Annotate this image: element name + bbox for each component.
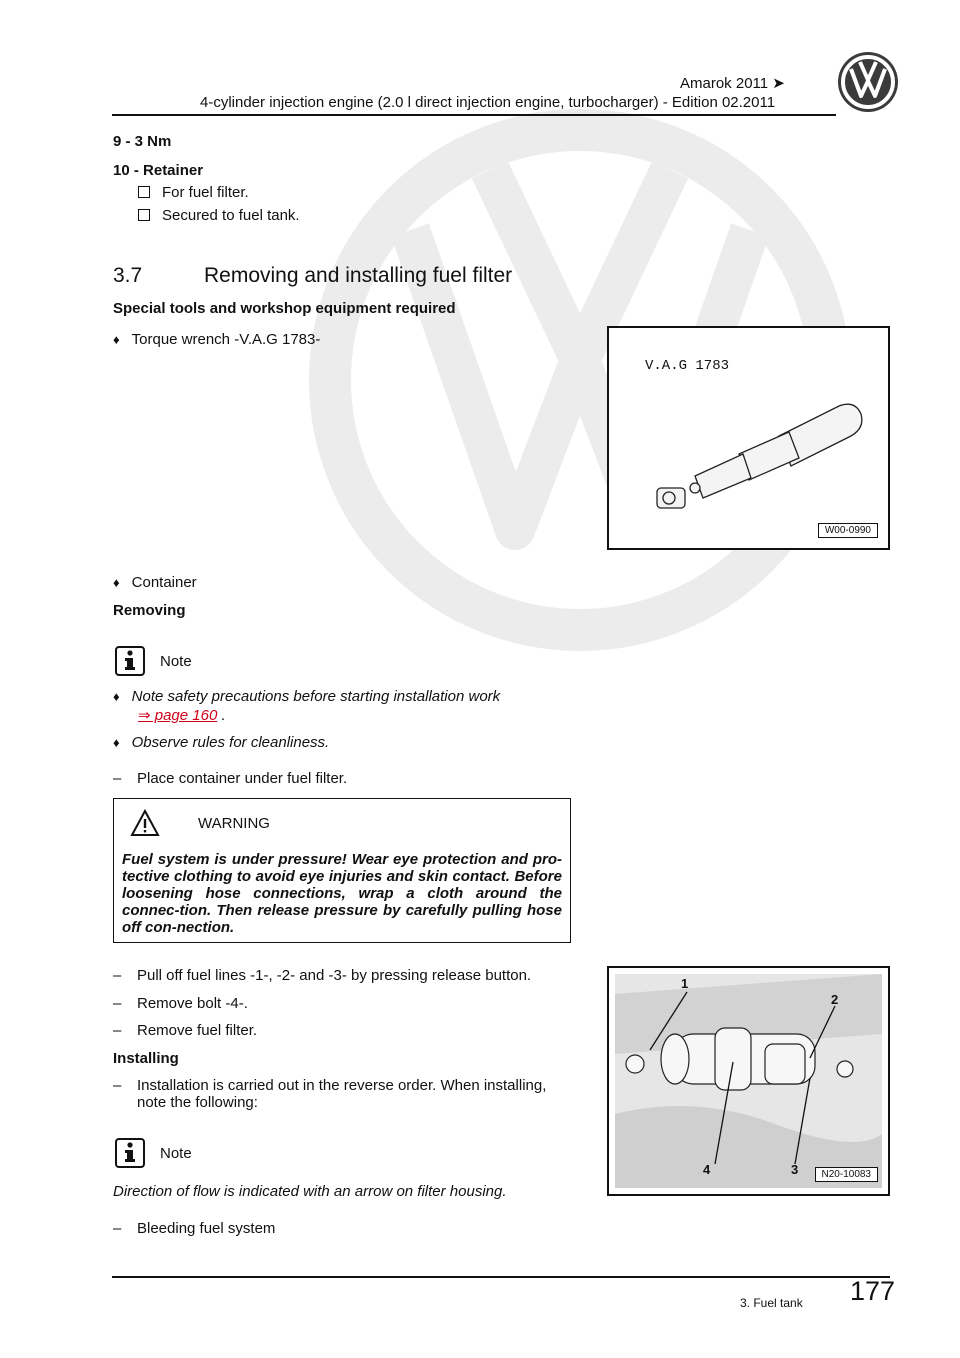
note-link-line: ⇒ page 160 . (138, 707, 226, 724)
step-item: –Remove bolt -4-. (113, 995, 248, 1012)
diamond-bullet-icon: ♦ (113, 735, 120, 750)
vw-logo-icon (838, 52, 898, 112)
tools-heading: Special tools and workshop equipment req… (113, 300, 456, 317)
retainer-heading: 10 - Retainer (113, 162, 204, 179)
warning-label: WARNING (198, 815, 270, 832)
note-item: ♦Note safety precautions before starting… (113, 688, 501, 705)
note-label: Note (160, 653, 192, 670)
header-rule (112, 114, 836, 116)
note-item: ♦Observe rules for cleanliness. (113, 734, 330, 751)
info-note-icon (115, 1138, 145, 1168)
step-item: –Remove fuel filter. (113, 1022, 258, 1039)
tool-item: ♦Torque wrench -V.A.G 1783- (113, 331, 321, 348)
arrow-right-icon: ➤ (772, 75, 785, 92)
diamond-bullet-icon: ♦ (113, 689, 120, 704)
header-model: Amarok 2011 ➤ (680, 75, 785, 92)
note-text: Direction of flow is indicated with an a… (113, 1183, 507, 1200)
fuel-filter-photo: 1 2 4 3 (615, 974, 882, 1188)
callout-label: 1 (681, 976, 688, 991)
section-title: Removing and installing fuel filter (204, 264, 513, 287)
figure-code: W00-0990 (817, 523, 878, 538)
removing-heading: Removing (113, 602, 186, 619)
callout-label: 2 (831, 992, 838, 1007)
figure-code: N20-10083 (814, 1167, 878, 1182)
callout-label: 3 (791, 1162, 798, 1177)
callout-label: 4 (703, 1162, 711, 1177)
list-item: Secured to fuel tank. (138, 207, 300, 224)
page-number: 177 (850, 1276, 896, 1306)
diamond-bullet-icon: ♦ (113, 575, 120, 590)
header-title: 4-cylinder injection engine (2.0 l direc… (200, 94, 776, 111)
list-item: For fuel filter. (138, 184, 249, 201)
installing-heading: Installing (113, 1050, 179, 1067)
step-item: –Place container under fuel filter. (113, 770, 348, 787)
checkbox-bullet-icon (138, 209, 150, 221)
step-item: –Pull off fuel lines -1-, -2- and -3- by… (113, 967, 532, 984)
warning-triangle-icon (130, 809, 160, 836)
step-item: – Installation is carried out in the rev… (113, 1077, 547, 1111)
figure-fuel-filter: 1 2 4 3 N20-10083 (607, 966, 890, 1196)
footer-rule (112, 1276, 890, 1278)
warning-box: WARNING Fuel system is under pressure! W… (113, 798, 571, 943)
warning-text: Fuel system is under pressure! Wear eye … (122, 851, 562, 936)
step-item: –Bleeding fuel system (113, 1220, 276, 1237)
figure-tool-label: V.A.G 1783 (645, 358, 730, 374)
tool-item: ♦Container (113, 574, 197, 591)
figure-torque-wrench: V.A.G 1783 W00-0990 (607, 326, 890, 550)
checkbox-bullet-icon (138, 186, 150, 198)
page-link[interactable]: ⇒ page 160 (138, 707, 218, 724)
diamond-bullet-icon: ♦ (113, 332, 120, 347)
info-note-icon (115, 646, 145, 676)
section-number: 3.7 (113, 264, 143, 287)
torque-item: 9 - 3 Nm (113, 133, 172, 150)
footer-chapter: 3. Fuel tank (740, 1296, 803, 1310)
note-label: Note (160, 1145, 192, 1162)
torque-wrench-icon (656, 403, 863, 509)
